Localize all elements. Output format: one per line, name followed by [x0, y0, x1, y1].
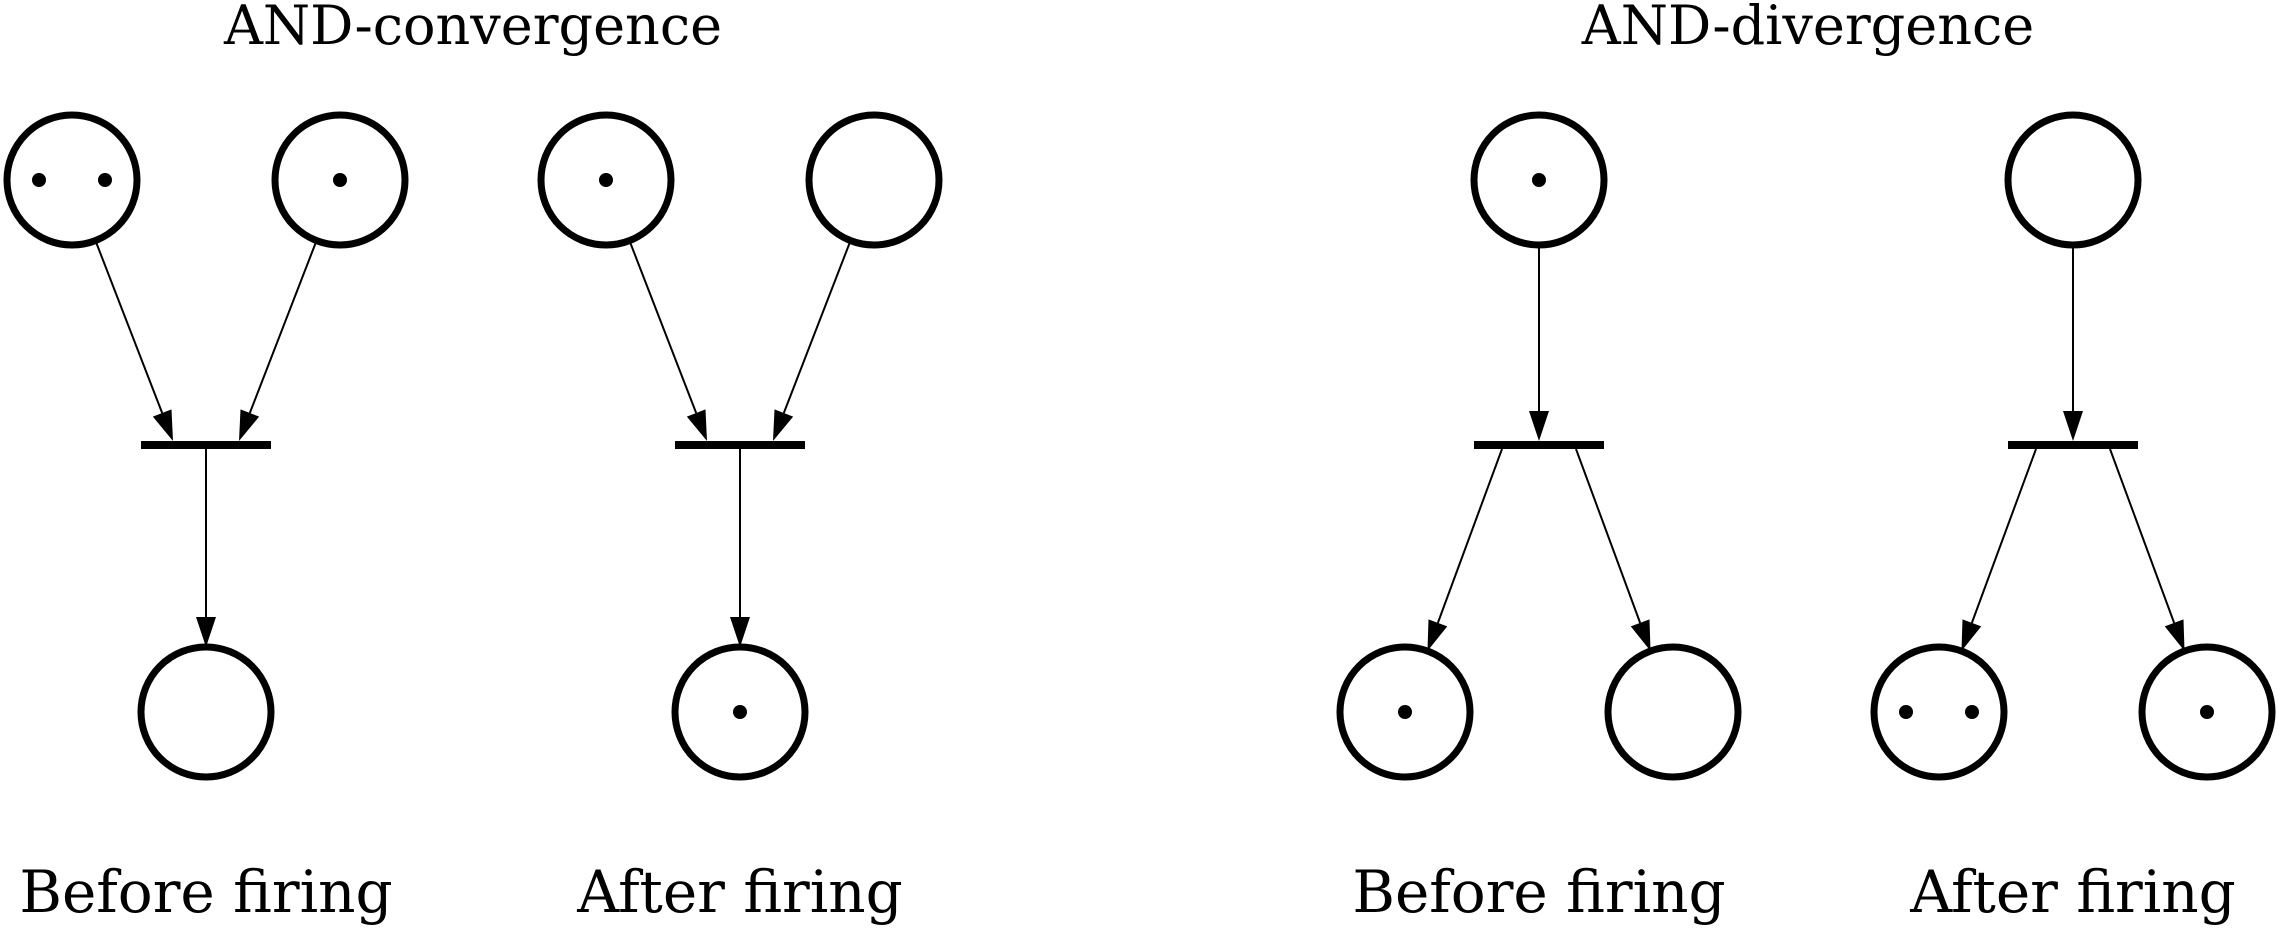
- token: [98, 173, 112, 187]
- and-convergence-title: AND-convergence: [223, 0, 722, 57]
- panel-caption: After firing: [1909, 858, 2236, 926]
- token: [733, 705, 747, 719]
- panel-caption: Before firing: [1352, 858, 1725, 926]
- token: [32, 173, 46, 187]
- output-arc: [2109, 448, 2176, 624]
- arrowhead: [2164, 619, 2185, 652]
- input-arc: [94, 240, 164, 414]
- arrowhead: [686, 409, 707, 441]
- token: [599, 173, 613, 187]
- arrowhead: [1427, 619, 1448, 652]
- input-arc: [782, 240, 852, 414]
- input-arc: [248, 240, 318, 414]
- panel-and_divergence-after: After firing: [1870, 111, 2276, 926]
- arrowhead: [1529, 411, 1549, 441]
- token: [1398, 705, 1412, 719]
- panel-caption: After firing: [576, 858, 903, 926]
- panel-and_convergence-before: Before firing: [3, 111, 409, 926]
- arrowhead: [239, 409, 260, 441]
- panel-and_convergence-after: After firing: [537, 111, 943, 926]
- and-divergence-title: AND-divergence: [1581, 0, 2034, 57]
- output-arc: [1575, 448, 1642, 624]
- token: [2200, 705, 2214, 719]
- token: [1899, 705, 1913, 719]
- panels: Before firing After firing Before firing Af…: [3, 111, 2276, 926]
- arrowhead: [2063, 411, 2083, 441]
- token: [333, 173, 347, 187]
- output-place: [1604, 643, 1742, 781]
- arrowhead: [196, 617, 216, 647]
- arrowhead: [730, 617, 750, 647]
- arrowhead: [1961, 619, 1982, 652]
- input-place: [805, 111, 943, 249]
- panel-and_divergence-before: Before firing: [1336, 111, 1742, 926]
- input-place: [2004, 111, 2142, 249]
- panel-caption: Before firing: [19, 858, 392, 926]
- output-place: [1870, 643, 2008, 781]
- input-arc: [628, 240, 698, 414]
- output-arc: [1970, 448, 2037, 624]
- token: [1965, 705, 1979, 719]
- token: [1532, 173, 1546, 187]
- output-arc: [1436, 448, 1503, 624]
- arrowhead: [152, 409, 173, 441]
- arrowhead: [1630, 619, 1651, 652]
- input-place: [3, 111, 141, 249]
- output-place: [137, 643, 275, 781]
- arrowhead: [773, 409, 794, 441]
